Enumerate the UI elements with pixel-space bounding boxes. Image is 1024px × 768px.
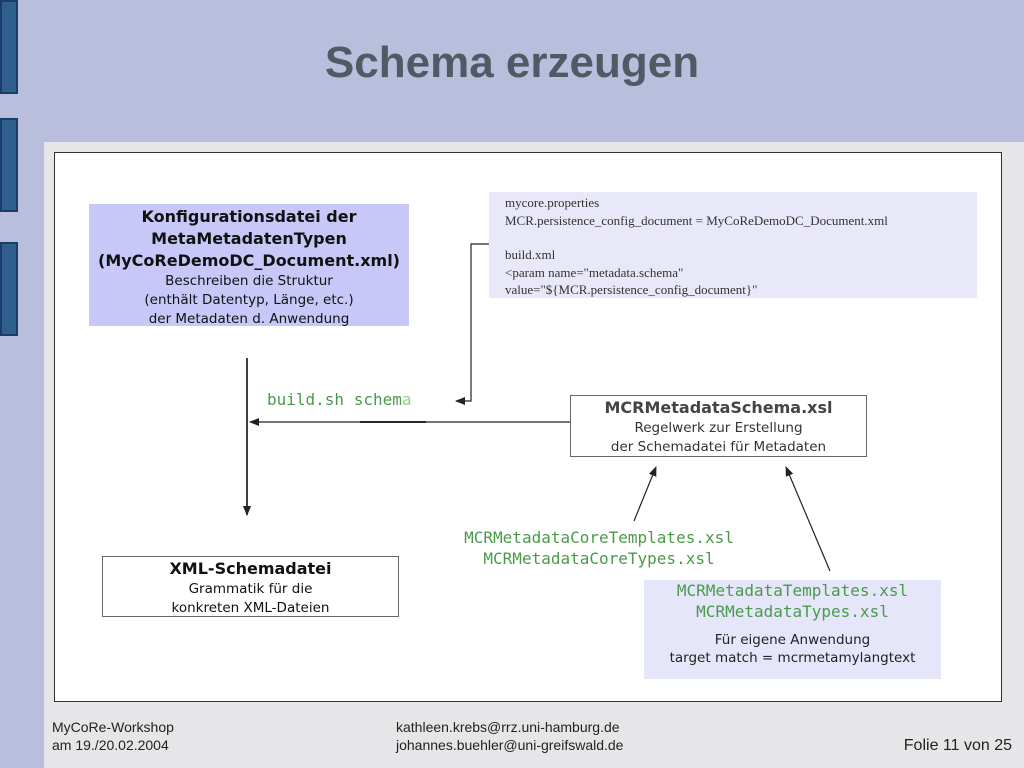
props-line-4: <param name="metadata.schema" bbox=[505, 264, 684, 280]
footer-emails: kathleen.krebs@rrz.uni-hamburg.de johann… bbox=[396, 718, 623, 754]
build-command-faded: a bbox=[401, 390, 412, 409]
config-line-3: der Metadaten d. Anwendung bbox=[148, 311, 350, 327]
core-file-2: MCRMetadataCoreTypes.xsl bbox=[483, 549, 715, 568]
footer-email-1: kathleen.krebs@rrz.uni-hamburg.de bbox=[396, 719, 620, 735]
side-tab-2 bbox=[0, 118, 18, 212]
props-line-3: build.xml bbox=[505, 247, 556, 263]
schema-line-2: der Schemadatei für Metadaten bbox=[610, 439, 827, 455]
footer-left-2: am 19./20.02.2004 bbox=[52, 737, 169, 753]
slide-title: Schema erzeugen bbox=[324, 38, 700, 87]
schema-line-1: Regelwerk zur Erstellung bbox=[634, 420, 803, 436]
templates-line-2: target match = mcrmetamylangtext bbox=[669, 650, 916, 666]
core-files: MCRMetadataCoreTemplates.xsl MCRMetadata… bbox=[436, 527, 762, 569]
core-file-1: MCRMetadataCoreTemplates.xsl bbox=[464, 528, 734, 547]
side-tab-1 bbox=[0, 0, 18, 94]
templates-file-1: MCRMetadataTemplates.xsl bbox=[676, 581, 909, 600]
footer-email-2: johannes.buehler@uni-greifswald.de bbox=[396, 737, 624, 753]
config-title-3: (MyCoReDemoDC_Document.xml) bbox=[98, 251, 400, 270]
slide-number: Folie 11 von 25 bbox=[903, 737, 1012, 754]
config-line-2: (enthält Datentyp, Länge, etc.) bbox=[144, 292, 354, 308]
schema-title: MCRMetadataSchema.xsl bbox=[604, 398, 833, 417]
build-command: build.sh schema bbox=[267, 390, 412, 409]
arrow-core-to-schema bbox=[633, 466, 657, 522]
xml-line-1: Grammatik für die bbox=[188, 581, 313, 597]
templates-file-2: MCRMetadataTypes.xsl bbox=[696, 602, 889, 621]
schema-xsl-box: MCRMetadataSchema.xsl Regelwerk zur Erst… bbox=[570, 395, 867, 457]
config-file-box: Konfigurationsdatei der MetaMetadatenTyp… bbox=[89, 204, 409, 327]
arrow-templates-to-schema bbox=[785, 466, 831, 572]
props-line-5: value="${MCR.persistence_config_document… bbox=[505, 282, 758, 298]
properties-box: mycore.properties MCR.persistence_config… bbox=[489, 192, 977, 298]
footer-workshop: MyCoRe-Workshop am 19./20.02.2004 bbox=[52, 718, 174, 754]
xml-title: XML-Schemadatei bbox=[169, 559, 332, 578]
footer-left-1: MyCoRe-Workshop bbox=[52, 719, 174, 735]
xml-schema-box: XML-Schemadatei Grammatik für die konkre… bbox=[102, 556, 399, 617]
arrow-props-to-command bbox=[455, 243, 489, 405]
side-tab-3 bbox=[0, 242, 18, 336]
config-title-1: Konfigurationsdatei der bbox=[141, 207, 357, 226]
build-command-main: build.sh schem bbox=[267, 390, 402, 409]
props-line-2: MCR.persistence_config_document = MyCoRe… bbox=[505, 212, 888, 228]
props-line-1: mycore.properties bbox=[505, 195, 600, 210]
xml-line-2: konkreten XML-Dateien bbox=[171, 600, 330, 616]
templates-line-1: Für eigene Anwendung bbox=[714, 632, 871, 648]
config-line-1: Beschreiben die Struktur bbox=[165, 273, 333, 289]
templates-box: MCRMetadataTemplates.xsl MCRMetadataType… bbox=[644, 580, 941, 679]
config-title-2: MetaMetadatenTypen bbox=[151, 229, 347, 248]
